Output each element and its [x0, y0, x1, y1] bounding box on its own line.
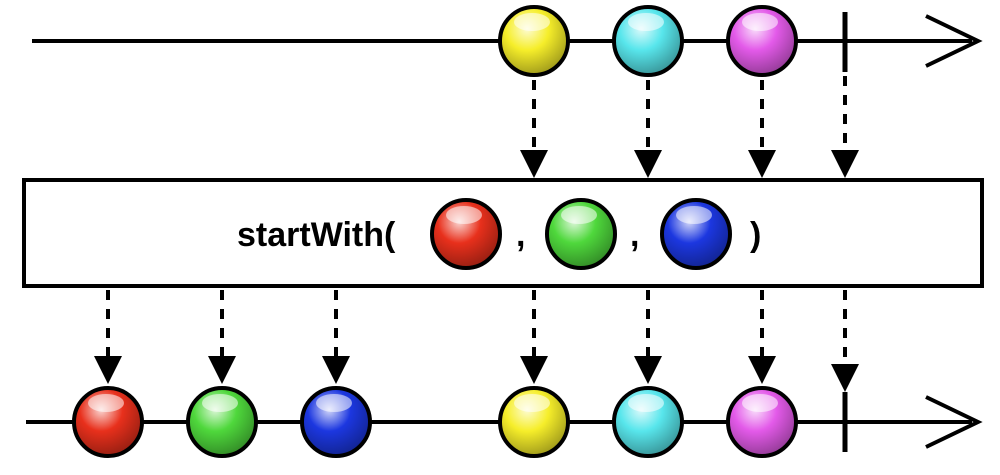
source-timeline-arrowhead — [925, 14, 983, 68]
result-marble-blue-2 — [300, 386, 372, 458]
upper-connector-4 — [831, 76, 859, 178]
operator-marble-red-highlight — [446, 206, 482, 224]
lower-connector-3 — [322, 290, 350, 384]
operator-box: startWith( , , ) — [22, 178, 984, 288]
lower-connector-1 — [94, 290, 122, 384]
result-timeline — [26, 386, 983, 458]
source-marble-yellow-highlight — [514, 13, 550, 31]
upper-connectors — [520, 76, 859, 178]
lower-connector-completion — [831, 290, 859, 392]
operator-box-frame — [22, 178, 984, 288]
result-marble-green-1-highlight — [202, 394, 238, 412]
operator-close-paren: ) — [750, 216, 761, 254]
result-marble-red-0-highlight — [88, 394, 124, 412]
upper-connector-1 — [520, 80, 548, 178]
result-marble-cyan-4-highlight — [628, 394, 664, 412]
result-marble-magenta-5-highlight — [742, 394, 778, 412]
result-marble-blue-2-highlight — [316, 394, 352, 412]
source-marble-cyan-highlight — [628, 13, 664, 31]
result-marble-cyan-4 — [612, 386, 684, 458]
result-marble-green-1 — [186, 386, 258, 458]
operator-separator-2: , — [630, 216, 639, 254]
lower-connector-4 — [520, 290, 548, 384]
result-marble-magenta-5 — [726, 386, 798, 458]
upper-connector-3 — [748, 80, 776, 178]
operator-marble-green-highlight — [561, 206, 597, 224]
operator-marble-green — [545, 198, 617, 270]
operator-marble-blue-highlight — [676, 206, 712, 224]
source-timeline — [32, 5, 983, 77]
source-marbles — [498, 5, 798, 77]
lower-connector-2 — [208, 290, 236, 384]
lower-connector-6 — [748, 290, 776, 384]
result-marble-yellow-3 — [498, 386, 570, 458]
upper-connector-2 — [634, 80, 662, 178]
operator-marble-red — [430, 198, 502, 270]
operator-marble-blue — [660, 198, 732, 270]
source-marble-magenta — [726, 5, 798, 77]
source-marble-yellow — [498, 5, 570, 77]
operator-label: startWith( — [237, 216, 396, 254]
source-marble-magenta-highlight — [742, 13, 778, 31]
source-marble-cyan — [612, 5, 684, 77]
result-timeline-arrowhead — [925, 395, 983, 449]
result-marble-red-0 — [72, 386, 144, 458]
result-marbles — [72, 386, 798, 458]
lower-connectors — [94, 290, 859, 392]
lower-connector-5 — [634, 290, 662, 384]
operator-separator-1: , — [516, 216, 525, 254]
operator-marbles — [430, 198, 732, 270]
result-marble-yellow-3-highlight — [514, 394, 550, 412]
